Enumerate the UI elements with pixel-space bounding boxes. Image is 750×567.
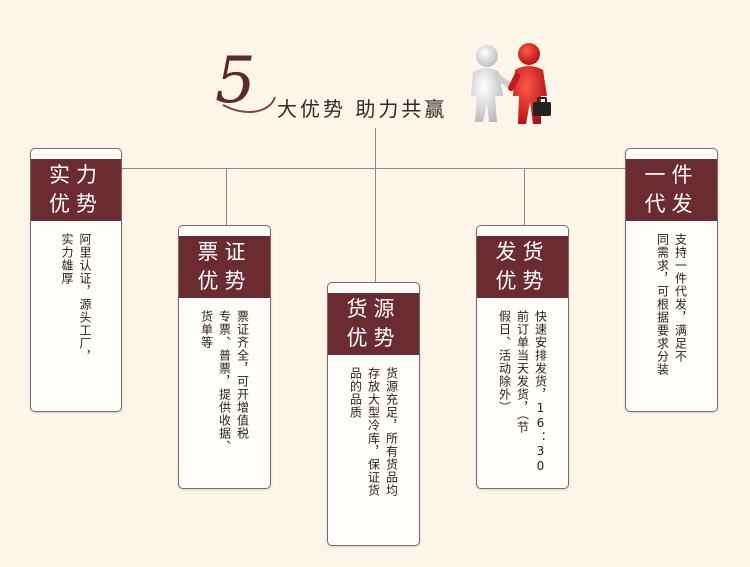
card-shipping: 发货 优势 快速安排发货，16：30 前订单当天发货，（节 假日、活动除外） [476,225,569,489]
card-title-line1: 发货 [495,240,550,264]
card-title-line2: 优势 [197,269,252,293]
card-supply: 货源 优势 货源充足，所有货品均 存放大型冷库，保证货 品的品质 [327,282,420,546]
card-text-line: 货源充足，所有货品均 [384,367,399,497]
card-title-line1: 票证 [197,240,252,264]
card-text-line: 阿里认证，源头工厂， [78,233,92,363]
page-title: 5 大优势 助力共赢 [215,49,515,125]
card-title-line1: 实力 [49,163,103,187]
card-text-line: 专票、普票，提供收据、 [217,310,232,453]
card-text-line: 前订单当天发货，（节 [515,310,530,434]
card-text-line: 假日、活动除外） [497,310,512,414]
card-title-line1: 货源 [346,297,401,321]
connector-invoice [226,168,227,226]
card-text-line: 票证齐全，可开增值税 [235,310,250,440]
card-title-line1: 一件 [644,163,699,187]
card-text-line: 品的品质 [348,367,363,419]
card-body: 支持一件代发，满足不 同需求，可根据要求分装 [626,233,717,403]
card-body: 快速安排发货，16：30 前订单当天发货，（节 假日、活动除外） [477,310,568,480]
card-header: 一件 代发 [626,159,717,221]
card-text-line: 实力雄厚 [60,233,74,285]
card-text-line: 存放大型冷库，保证货 [366,367,381,497]
card-header: 票证 优势 [179,236,270,298]
card-body: 票证齐全，可开增值税 专票、普票，提供收据、 货单等 [179,310,270,480]
card-title-line2: 优势 [49,192,103,216]
card-body: 货源充足，所有货品均 存放大型冷库，保证货 品的品质 [328,367,419,537]
card-header: 实力 优势 [31,159,121,221]
connector-shipping [524,168,525,226]
card-text-line: 支持一件代发，满足不 [673,233,688,363]
connector-horizontal [116,168,636,169]
card-text-line: 货单等 [199,310,214,349]
card-title-line2: 优势 [495,269,550,293]
title-number: 5 [215,44,256,118]
card-header: 发货 优势 [477,236,568,298]
handshake-figures-icon [471,43,551,124]
card-text-line: 同需求，可根据要求分装 [655,233,670,376]
card-title-line2: 优势 [346,326,401,350]
card-body: 阿里认证，源头工厂， 实力雄厚 [31,233,121,403]
connector-center [375,128,376,283]
swoosh-decoration [222,96,276,113]
card-title-line2: 代发 [644,192,699,216]
card-strength: 实力 优势 阿里认证，源头工厂， 实力雄厚 [30,148,122,412]
card-text-line: 快速安排发货，16：30 [533,310,548,474]
card-dropship: 一件 代发 支持一件代发，满足不 同需求，可根据要求分装 [625,148,718,412]
card-invoice: 票证 优势 票证齐全，可开增值税 专票、普票，提供收据、 货单等 [178,225,271,489]
title-text: 大优势 助力共赢 [277,97,448,121]
card-header: 货源 优势 [328,293,419,355]
